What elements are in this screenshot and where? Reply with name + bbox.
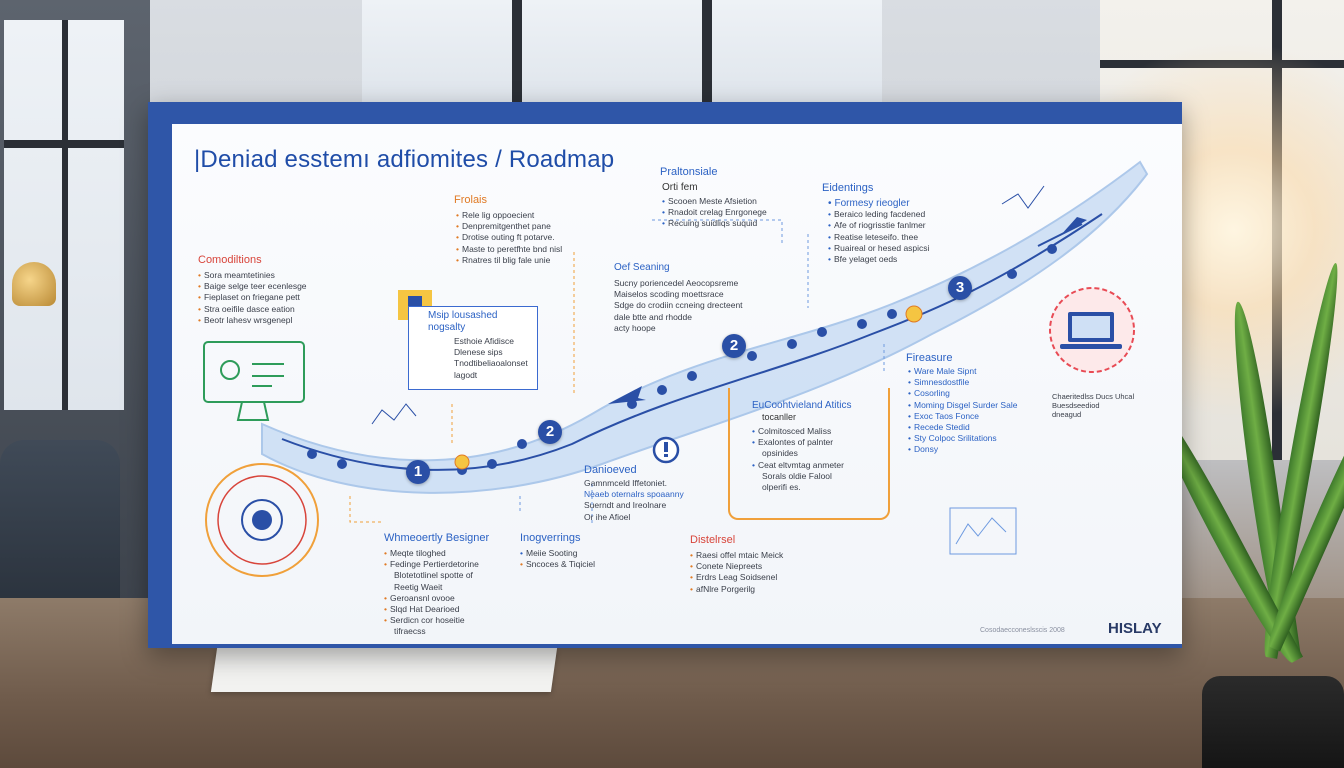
side-note: Chaeritedlss Ducs Uhcal Buesdseediod dne… — [1052, 392, 1135, 419]
section-sub-main-box: nogsalty — [428, 322, 466, 333]
section-heading-eucoch: EuCoohtvieland Atitics — [752, 400, 852, 411]
section-heading-profsionale: Praltonsiale — [660, 166, 718, 178]
plant-pot — [1202, 676, 1344, 768]
alert-icon — [652, 436, 680, 464]
roadmap-node — [687, 371, 697, 381]
roadmap-node — [747, 351, 757, 361]
paper-sheet — [210, 648, 558, 692]
section-heading-inogverrings: Inogverrings — [520, 532, 581, 544]
roadmap-canvas: |Deniad esstemı adfiomites / Roadmap Fro… — [172, 124, 1182, 644]
section-text-danloved: Gamnmceld Iffetoniet. Neaeb oternalrs sp… — [584, 478, 684, 522]
roadmap-node — [657, 385, 667, 395]
section-heading-comoditions: Comodiltions — [198, 254, 262, 266]
milestone-badge-1: 1 — [406, 460, 430, 484]
brand-logo: HISLAY — [1108, 620, 1162, 637]
center-window — [362, 0, 882, 102]
info-box-eucoch — [728, 388, 890, 520]
sun-icon — [454, 454, 470, 470]
section-text-inogverrings: •Meiie Sooting •Sncoces & Tiqiciel — [520, 548, 595, 570]
milestone-badge-3: 3 — [948, 276, 972, 300]
footnote: Cosodaecconeslsscis 2008 — [980, 627, 1065, 634]
chart-icon — [949, 507, 1017, 555]
section-text-distelrsel: •Raesi offel mtaic Meick •Conete Niepree… — [690, 550, 784, 594]
section-text-frolais: •Rele lig oppoecient •Denpremitgenthet p… — [456, 210, 563, 265]
section-heading-fireasure: Fireasure — [906, 352, 953, 364]
section-heading-eidentings: Eidentings — [822, 182, 874, 194]
roadmap-node — [1047, 244, 1057, 254]
section-heading-main-box: Msip lousashed — [428, 310, 498, 321]
board-title: |Deniad esstemı adfiomites / Roadmap — [194, 146, 615, 173]
section-heading-oef-seaning: Oef Seaning — [614, 262, 670, 273]
section-text-profsionale: •Scooen Meste Afsietion •Rnadoit crelag … — [662, 196, 767, 229]
squiggle — [1001, 185, 1045, 209]
roadmap-node — [887, 309, 897, 319]
arrow-line — [1037, 223, 1083, 247]
roadmap-node — [787, 339, 797, 349]
connector — [652, 219, 783, 244]
section-heading-distelrsel: Distelrsel — [690, 534, 736, 546]
squiggle — [371, 403, 417, 425]
roadmap-node — [337, 459, 347, 469]
info-box-main — [408, 306, 538, 390]
globe-icon — [205, 463, 319, 577]
roadmap-node — [1007, 269, 1017, 279]
arrow-icon — [608, 386, 646, 404]
section-heading-frolais: Frolais — [454, 194, 488, 206]
section-text-main-box: Esthoie Afidisce Dlenese sips Tnodtibeli… — [454, 336, 528, 380]
roadmap-node — [517, 439, 527, 449]
milestone-badge-2b: 2 — [722, 334, 746, 358]
roadmap-node — [857, 319, 867, 329]
section-heading-whereotly: Whmeoertly Besigner — [384, 532, 490, 544]
section-text-eucoch: •Colmitosced Maliss •Exalontes of palnte… — [752, 426, 844, 493]
roadmap-board: |Deniad esstemı adfiomites / Roadmap Fro… — [148, 102, 1182, 648]
roadmap-node — [307, 449, 317, 459]
connector — [349, 496, 382, 523]
roadmap-node — [817, 327, 827, 337]
section-text-fireasure: •Ware Male Sipnt •Simnesdostfile •Cosorl… — [908, 366, 1018, 455]
section-text-eidentings: •Formesy rieogler •Beraico leding facden… — [828, 198, 930, 265]
monitor-icon — [203, 341, 305, 421]
section-sub-profsionale: Orti fem — [662, 182, 698, 193]
section-text-comoditions: •Sora meamtetinies •Baige selge teer ece… — [198, 270, 307, 325]
section-text-whereotly: •Meqte tiloghed •Fedinge Pertierdetorine… — [384, 548, 479, 637]
sun-icon — [905, 305, 923, 323]
section-heading-danloved: Danioeved — [584, 464, 637, 476]
roadmap-node — [487, 459, 497, 469]
section-sub-eucoch: tocanller — [762, 412, 797, 422]
lamp — [12, 262, 56, 306]
milestone-badge-2a: 2 — [538, 420, 562, 444]
left-window — [4, 20, 124, 410]
roadmap-graphics — [203, 160, 1149, 577]
laptop-icon — [1049, 287, 1135, 373]
section-text-oef-seaning: Sucny poriencedel Aeocopsreme Maiselos s… — [614, 278, 743, 333]
